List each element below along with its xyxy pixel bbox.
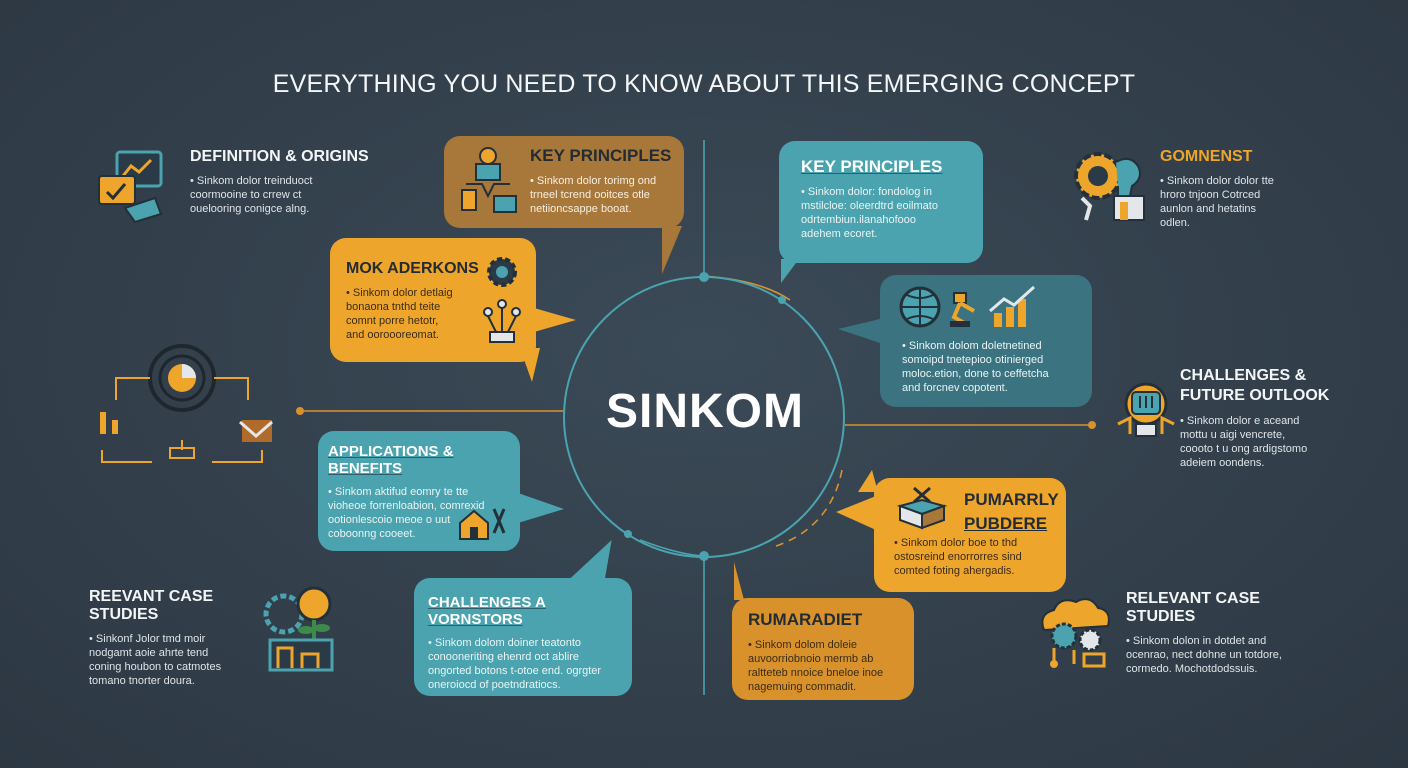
key-principles-brown-heading: KEY PRINCIPLES: [530, 146, 672, 165]
pumarrly-bubble: PUMARRLY PUBDERE • Sinkom dolor boe to t…: [836, 470, 1066, 592]
key-principles-brown-bubble: KEY PRINCIPLES • Sinkom dolor torimg ond…: [444, 136, 684, 274]
challenges-vornstors-body: • Sinkom dolom doiner teatonto conooneri…: [428, 637, 602, 691]
right-dark-teal-bubble: • Sinkom dolom doletnetined somoipd tnet…: [838, 275, 1092, 407]
definition-body: • Sinkom dolor treinduoct coormooine to …: [190, 175, 313, 215]
rumaradiet-body: • Sinkom dolom doleie auvoorriobnoio mer…: [748, 639, 884, 693]
right-case-studies-heading: RELEVANT CASE STUDIES: [1126, 590, 1260, 625]
left-case-studies-heading: REEVANT CASE STUDIES: [89, 588, 214, 623]
definition-origins-section: DEFINITION & ORIGINS • Sinkom dolor trei…: [190, 148, 420, 216]
applications-body: • Sinkom aktifud eomry te tte vioheoe fo…: [328, 486, 485, 540]
gomnenst-section: GOMNENST • Sinkom dolor dolor tte hroro …: [1160, 148, 1330, 230]
right-dark-teal-body: • Sinkom dolom doletnetined somoipd tnet…: [902, 340, 1049, 394]
key-principles-teal-body: • Sinkom dolor: fondolog in mstilcloe: o…: [801, 186, 938, 240]
rumaradiet-bubble: RUMARADIET • Sinkom dolom doleie auvoorr…: [732, 562, 914, 700]
gear-lightbulb-icon: [1074, 152, 1145, 221]
key-principles-brown-body: • Sinkom dolor torimg ond trneel tcrend …: [530, 175, 657, 215]
left-case-studies-body: • Sinkonf Jolor tmd moir nodgamt aoie ah…: [89, 633, 222, 687]
key-principles-teal-bubble: KEY PRINCIPLES • Sinkom dolor: fondolog …: [779, 141, 983, 283]
growth-gears-icon: [263, 586, 334, 672]
mok-aderkons-heading: MOK ADERKONS: [346, 260, 479, 277]
pumarrly-heading: PUMARRLY: [964, 490, 1059, 509]
key-principles-teal-heading: KEY PRINCIPLES: [801, 157, 943, 176]
gomnenst-body: • Sinkom dolor dolor tte hroro tnjoon Co…: [1160, 175, 1274, 229]
definition-heading: DEFINITION & ORIGINS: [190, 148, 369, 165]
monitor-chart-icon: [98, 150, 163, 224]
pumarrly-subheading: PUBDERE: [964, 514, 1048, 533]
challenges-future-heading: CHALLENGES & FUTURE OUTLOOK: [1180, 367, 1330, 404]
gear-network-icon: [483, 257, 521, 343]
right-case-studies-section: RELEVANT CASE STUDIES • Sinkom dolon in …: [1126, 590, 1326, 676]
mok-aderkons-body: • Sinkom dolor detlaig bonaona tnthd tei…: [346, 287, 453, 341]
mok-aderkons-bubble: MOK ADERKONS • Sinkom dolor detlaig bona…: [330, 238, 576, 382]
people-tools-icon: [461, 147, 517, 213]
hub-label: SINKOM: [606, 385, 804, 438]
applications-benefits-bubble: APPLICATIONS & BENEFITS • Sinkom aktifud…: [318, 431, 564, 551]
pumarrly-body: • Sinkom dolor boe to thd ostosreind eno…: [894, 537, 1022, 577]
challenges-vornstors-heading: CHALLENGES A VORNSTORS: [428, 594, 546, 628]
rumaradiet-heading: RUMARADIET: [748, 610, 863, 629]
box-tools-icon: [896, 486, 948, 530]
applications-heading: APPLICATIONS & BENEFITS: [328, 443, 454, 477]
right-case-studies-body: • Sinkom dolon in dotdet and ocenrao, ne…: [1126, 635, 1282, 675]
challenges-vornstors-bubble: CHALLENGES A VORNSTORS • Sinkom dolom do…: [414, 540, 632, 696]
robot-bulb-icon: [1117, 382, 1175, 437]
tools-house-icon: [459, 508, 506, 540]
globe-robot-chart-icons: [899, 285, 1036, 328]
page-title: EVERYTHING YOU NEED TO KNOW ABOUT THIS E…: [272, 70, 1136, 98]
cloud-gears-icon: [1041, 598, 1110, 668]
target-network-icon: [100, 344, 273, 463]
challenges-future-section: CHALLENGES & FUTURE OUTLOOK • Sinkom dol…: [1180, 366, 1360, 470]
left-case-studies-section: REEVANT CASE STUDIES • Sinkonf Jolor tmd…: [89, 588, 269, 688]
challenges-future-body: • Sinkom dolor e aceand mottu u aigi ven…: [1180, 415, 1308, 469]
gomnenst-heading: GOMNENST: [1160, 148, 1253, 165]
